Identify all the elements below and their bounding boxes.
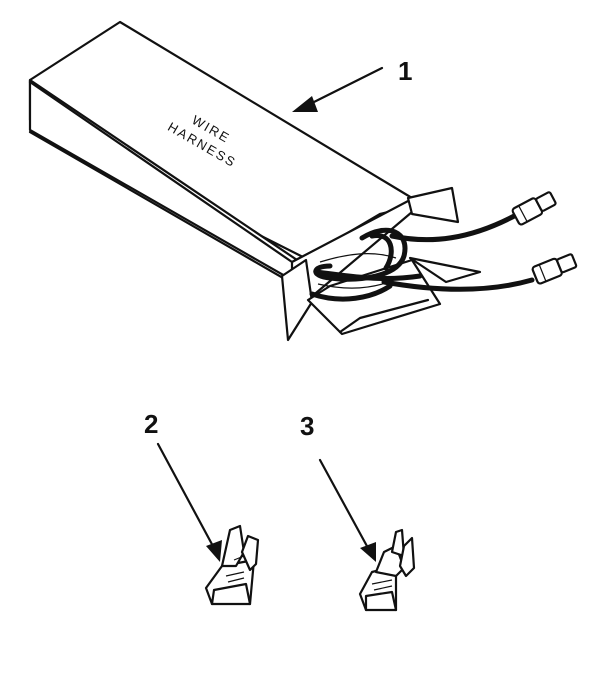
callout-2: 2 [144, 409, 222, 562]
upper-lead-wire [389, 211, 521, 243]
callout-1-arrowhead [292, 96, 318, 112]
box-flap-inner [408, 256, 482, 284]
callout-3-arrowhead [360, 542, 376, 562]
box-flap-top [406, 186, 460, 224]
wire-harness-package: WIRE HARNESS [28, 20, 578, 342]
terminal-part-3 [358, 528, 416, 612]
wire-coil [309, 227, 423, 302]
upper-terminal [511, 191, 557, 226]
terminal-part-2 [204, 524, 260, 606]
lower-lead-wire [381, 277, 535, 292]
callout-3-leader [318, 458, 370, 550]
callout-2-leader [156, 442, 216, 550]
callout-2-label: 2 [144, 409, 158, 439]
callout-1: 1 [292, 56, 412, 112]
callout-1-leader [306, 66, 384, 107]
callout-3: 3 [300, 411, 376, 562]
callout-3-label: 3 [300, 411, 314, 441]
callout-2-arrowhead [206, 540, 222, 562]
callout-1-label: 1 [398, 56, 412, 86]
lower-terminal [531, 253, 578, 285]
